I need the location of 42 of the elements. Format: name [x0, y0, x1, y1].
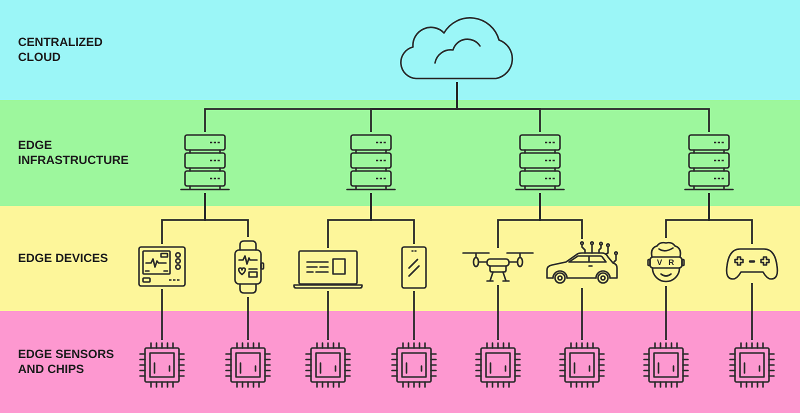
vr-headset-icon [647, 240, 685, 284]
monitor-icon [138, 246, 186, 287]
cloud-icon [400, 17, 514, 80]
layer-label: CENTRALIZED CLOUD [18, 35, 104, 65]
layer-label: EDGE INFRASTRUCTURE [18, 138, 130, 168]
layer-label: EDGE DEVICES [18, 251, 110, 266]
chip-icon [305, 342, 351, 388]
laptop-icon [293, 250, 363, 289]
server-icon [346, 134, 396, 191]
connector-line [370, 193, 415, 244]
smartphone-icon [401, 246, 427, 289]
drone-icon [462, 250, 534, 283]
server-icon [515, 134, 565, 191]
chip-icon [391, 342, 437, 388]
chip-icon [729, 342, 775, 388]
connector-line [497, 285, 499, 340]
connector-line [413, 291, 415, 340]
layer-band [0, 0, 800, 100]
connector-line [247, 297, 249, 340]
layer-band [0, 100, 800, 206]
chip-icon [559, 342, 605, 388]
connector-line [581, 288, 583, 340]
connector-line [327, 291, 329, 340]
chip-icon [139, 342, 185, 388]
chip-icon [643, 342, 689, 388]
gamepad-icon [725, 246, 779, 281]
connector-line [539, 193, 583, 239]
layer-band [0, 206, 800, 311]
headset-lettering: V R [656, 257, 678, 268]
connector-line [161, 289, 163, 340]
layer-label: EDGE SENSORS AND CHIPS [18, 347, 116, 377]
car-icon [545, 241, 619, 286]
connector-line [665, 286, 667, 340]
smartwatch-icon [231, 239, 265, 295]
connector-line [204, 193, 249, 237]
connector-line [751, 283, 753, 340]
chip-icon [225, 342, 271, 388]
server-icon [684, 134, 734, 191]
connector-line [708, 193, 753, 244]
layer-band [0, 311, 800, 413]
server-icon [180, 134, 230, 191]
chip-icon [475, 342, 521, 388]
